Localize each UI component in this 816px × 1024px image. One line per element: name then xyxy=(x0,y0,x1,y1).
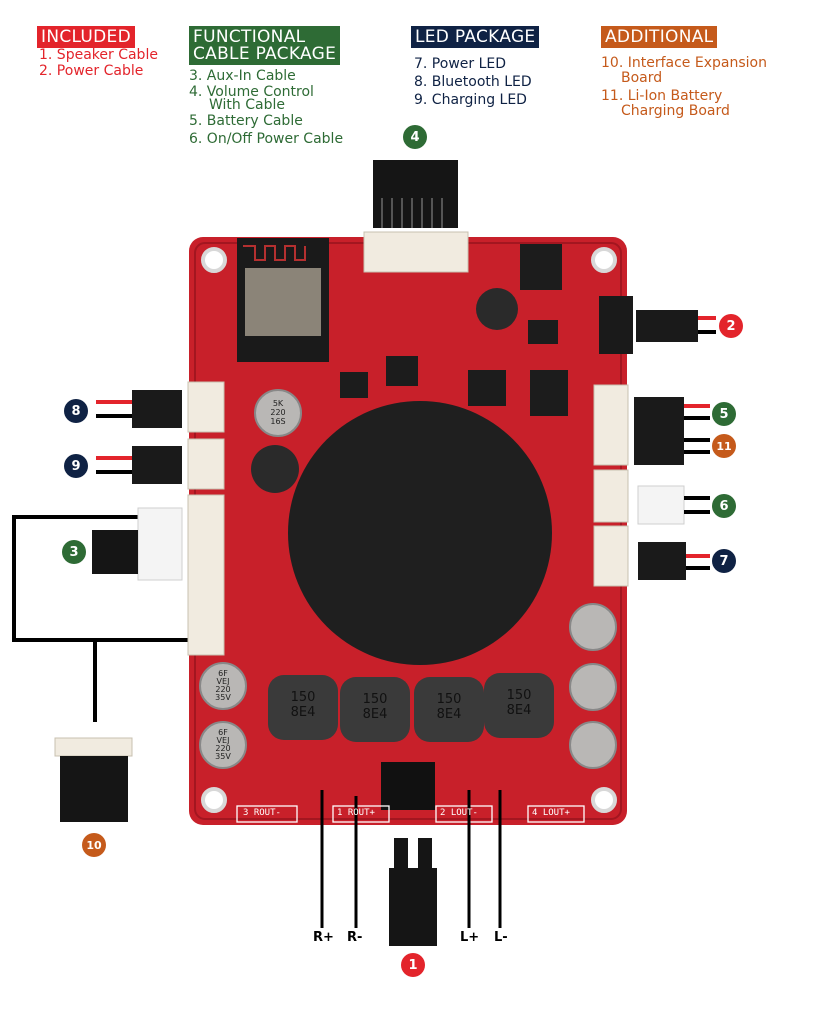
board-label-lout-plus: 4 LOUT+ xyxy=(532,808,570,818)
power-led-cable xyxy=(638,542,710,580)
cap-text: VEJ xyxy=(216,677,230,686)
functional-item: With Cable xyxy=(209,97,285,113)
additional-header: ADDITIONAL xyxy=(601,26,718,48)
battery-cable xyxy=(634,397,710,465)
cap-text: 6F xyxy=(218,728,228,737)
inductors xyxy=(268,673,554,742)
left-connector xyxy=(187,494,225,656)
cap-text: 220 xyxy=(270,408,286,417)
cap-text: 35V xyxy=(215,752,231,761)
wire-label-l-plus: L+ xyxy=(460,930,480,945)
large-capacitors xyxy=(199,603,617,769)
speaker-wires xyxy=(320,790,502,928)
led-item: 9. Charging LED xyxy=(414,92,527,108)
badge-5: 5 xyxy=(712,402,736,426)
badge-10: 10 xyxy=(82,833,106,857)
speaker-socket xyxy=(381,762,435,810)
inductor-text: 8E4 xyxy=(362,707,388,722)
functional-item: 6. On/Off Power Cable xyxy=(189,131,344,147)
led-item: 8. Bluetooth LED xyxy=(414,74,532,90)
cap-text: 6F xyxy=(218,669,228,678)
speaker-disc xyxy=(288,401,552,665)
aux-cable xyxy=(92,507,183,581)
led-list: 7. Power LED 8. Bluetooth LED 9. Chargin… xyxy=(414,55,532,109)
badge-4: 4 xyxy=(403,125,427,149)
included-list: 1. Speaker Cable 2. Power Cable xyxy=(39,47,158,79)
inductor-label-3: 150 8E4 xyxy=(429,692,469,722)
functional-header-line1: FUNCTIONAL xyxy=(193,27,306,47)
cap-label-left-bottom: 6F VEJ 220 35V xyxy=(207,729,239,761)
top-connector xyxy=(363,231,469,273)
small-inductor xyxy=(476,288,518,330)
inductor-text: 150 xyxy=(436,692,462,707)
bluetooth-led-cable xyxy=(96,390,182,428)
mounting-holes xyxy=(201,247,617,813)
functional-item: 5. Battery Cable xyxy=(189,113,303,129)
included-item: 1. Speaker Cable xyxy=(39,47,158,63)
wire-label-r-minus: R- xyxy=(347,930,363,945)
functional-item: 3. Aux-In Cable xyxy=(189,68,296,84)
included-header: INCLUDED xyxy=(37,26,135,48)
additional-item: Board xyxy=(621,70,663,86)
small-capacitor xyxy=(254,389,302,437)
badge-1: 1 xyxy=(401,953,425,977)
badge-7: 7 xyxy=(712,549,736,573)
onoff-cable xyxy=(637,485,710,525)
inductor-label-4: 150 8E4 xyxy=(499,688,539,718)
functional-list: 3. Aux-In Cable 4. Volume Control With C… xyxy=(189,68,343,147)
functional-item: 4. Volume Control xyxy=(189,84,314,100)
led-header: LED PACKAGE xyxy=(411,26,540,48)
ic-chips xyxy=(340,244,568,416)
cap-text: 16S xyxy=(270,417,286,426)
inductor-text: 150 xyxy=(506,688,532,703)
badge-2: 2 xyxy=(719,314,743,338)
board-label-lout-minus: 2 LOUT- xyxy=(440,808,478,818)
right-connectors xyxy=(593,384,629,587)
power-socket xyxy=(599,296,633,354)
wire-label-l-minus: L- xyxy=(494,930,508,945)
charging-led-cable xyxy=(96,446,182,484)
cap-label-left-top: 6F VEJ 220 35V xyxy=(207,670,239,702)
expansion-cable xyxy=(54,737,133,822)
badge-3: 3 xyxy=(62,540,86,564)
volume-cable xyxy=(373,160,458,228)
inductor-text: 8E4 xyxy=(290,705,316,720)
board-label-rout-plus: 1 ROUT+ xyxy=(337,808,375,818)
speaker-plug xyxy=(389,838,437,946)
additional-list: 10. Interface Expansion Board 11. Li-Ion… xyxy=(601,56,767,119)
inductor-label-1: 150 8E4 xyxy=(283,690,323,720)
board-label-rout-minus: 3 ROUT- xyxy=(243,808,281,818)
small-capacitor-label: 5K 220 16S xyxy=(264,399,292,426)
additional-item: 11. Li-Ion Battery xyxy=(601,88,723,104)
cap-text: 220 xyxy=(215,744,231,753)
power-cable xyxy=(636,310,716,342)
inductor-text: 150 xyxy=(290,690,316,705)
bluetooth-module xyxy=(237,238,329,362)
aux-cable-bracket xyxy=(12,515,194,722)
included-item: 2. Power Cable xyxy=(39,63,144,79)
inductor-text: 150 xyxy=(362,692,388,707)
inductor-text: 8E4 xyxy=(436,707,462,722)
badge-8: 8 xyxy=(64,399,88,423)
additional-item: 10. Interface Expansion xyxy=(601,55,767,71)
inductor-text: 8E4 xyxy=(506,703,532,718)
badge-11: 11 xyxy=(712,434,736,458)
functional-header: FUNCTIONAL CABLE PACKAGE xyxy=(189,26,341,65)
cap-text: VEJ xyxy=(216,736,230,745)
inductor-label-2: 150 8E4 xyxy=(355,692,395,722)
wire-label-r-plus: R+ xyxy=(313,930,334,945)
functional-header-line2: CABLE PACKAGE xyxy=(193,44,337,64)
cap-text: 35V xyxy=(215,693,231,702)
additional-item: Charging Board xyxy=(621,103,730,119)
cap-text: 5K xyxy=(272,399,284,408)
badge-9: 9 xyxy=(64,454,88,478)
led-item: 7. Power LED xyxy=(414,56,507,72)
badge-6: 6 xyxy=(712,494,736,518)
cap-text: 220 xyxy=(215,685,231,694)
